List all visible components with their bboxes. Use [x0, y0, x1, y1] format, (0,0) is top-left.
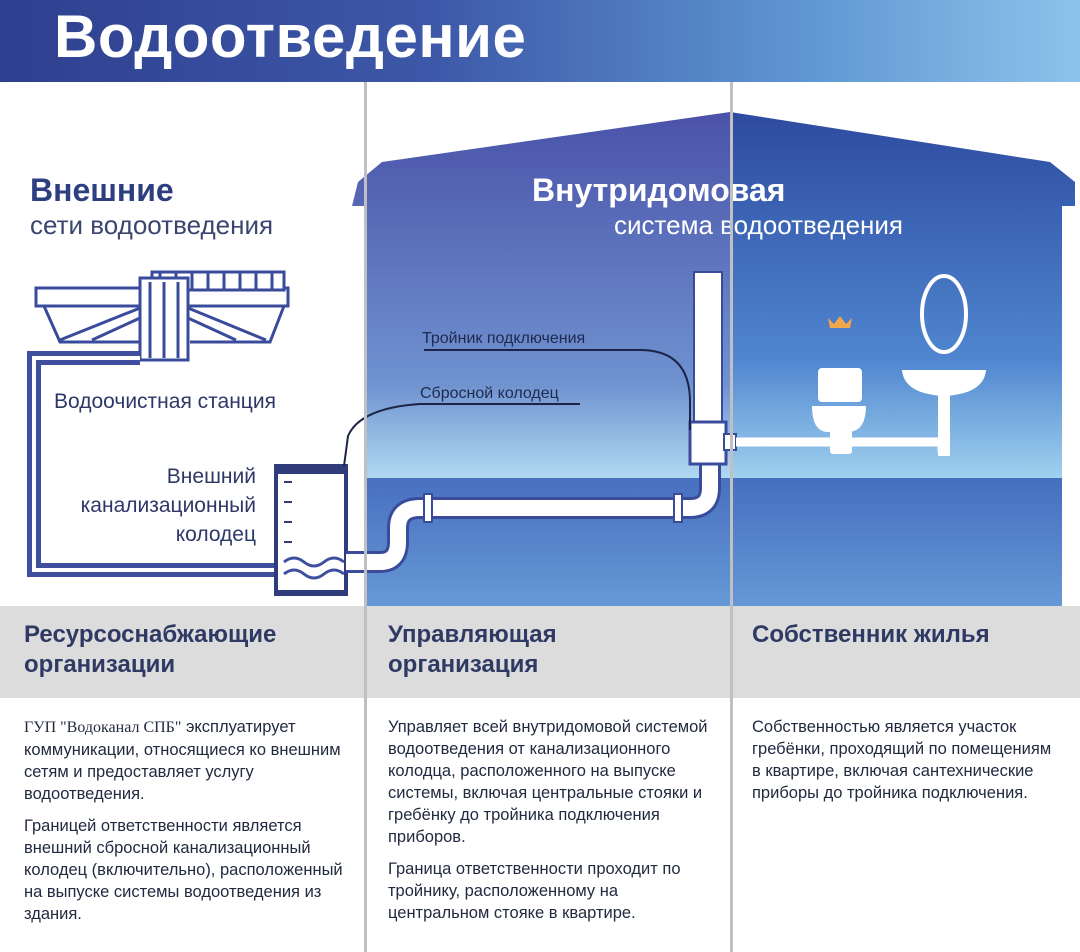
column-divider: [364, 82, 367, 952]
column-heading-band: [733, 606, 1080, 698]
management-paragraph-2: Граница ответственности проходит по трой…: [388, 860, 681, 922]
drop-well-label: Сбросной колодец: [420, 385, 559, 402]
treatment-station-icon: [34, 270, 290, 362]
external-networks-subtitle: сети водоотведения: [30, 210, 274, 240]
tee-leader-line: [424, 349, 691, 430]
external-well-label: Внешний канализационный колодец: [80, 465, 256, 546]
sewer-diagram: Внешние сети водоотведения Внутридомовая…: [0, 82, 1080, 606]
page-title: Водоотведение: [54, 3, 527, 70]
tee-label: Тройник подключения: [422, 330, 586, 347]
column-heading-band: [0, 606, 364, 698]
drop-well-leader-line: [343, 403, 580, 467]
header-banner: Водоотведение: [0, 0, 1080, 82]
column-text-management: Управляет всей внутридомовой системой во…: [388, 716, 710, 934]
column-divider: [730, 82, 733, 952]
treatment-station-label: Водоочистная станция: [54, 390, 276, 413]
external-networks-title: Внешние: [30, 172, 174, 208]
resource-paragraph-1: ГУП "Водоканал СПБ" эксплуатирует коммун…: [24, 716, 350, 805]
diagram-illustration: [27, 112, 1075, 606]
owner-paragraph-1: Собственностью является участок гребёнки…: [752, 718, 1052, 802]
column-text-owner: Собственностью является участок гребёнки…: [752, 716, 1062, 814]
column-heading-resource: Ресурсоснабжающие организации: [24, 621, 277, 678]
resource-paragraph-1-text: эксплуатирует коммуникации, относящиеся …: [24, 718, 341, 803]
organization-name: ГУП "Водоканал СПБ": [24, 719, 182, 736]
column-heading-management: Управляющая организация: [388, 621, 557, 678]
internal-system-title: Внутридомовая: [532, 172, 786, 208]
column-heading-band: [367, 606, 730, 698]
column-text-resource: ГУП "Водоканал СПБ" эксплуатирует коммун…: [24, 716, 350, 935]
resource-paragraph-2: Границей ответственности является внешни…: [24, 817, 343, 923]
external-well-icon: [274, 464, 348, 596]
column-heading-owner: Собственник жилья: [752, 621, 990, 648]
management-paragraph-1: Управляет всей внутридомовой системой во…: [388, 718, 708, 846]
outlet-pipe-joint: [423, 493, 433, 523]
outlet-pipe: [346, 422, 721, 573]
sink-icon: [902, 274, 986, 456]
outlet-pipe-joint: [673, 493, 683, 523]
toilet-icon: [812, 316, 866, 454]
internal-system-subtitle: система водоотведения: [614, 210, 903, 240]
